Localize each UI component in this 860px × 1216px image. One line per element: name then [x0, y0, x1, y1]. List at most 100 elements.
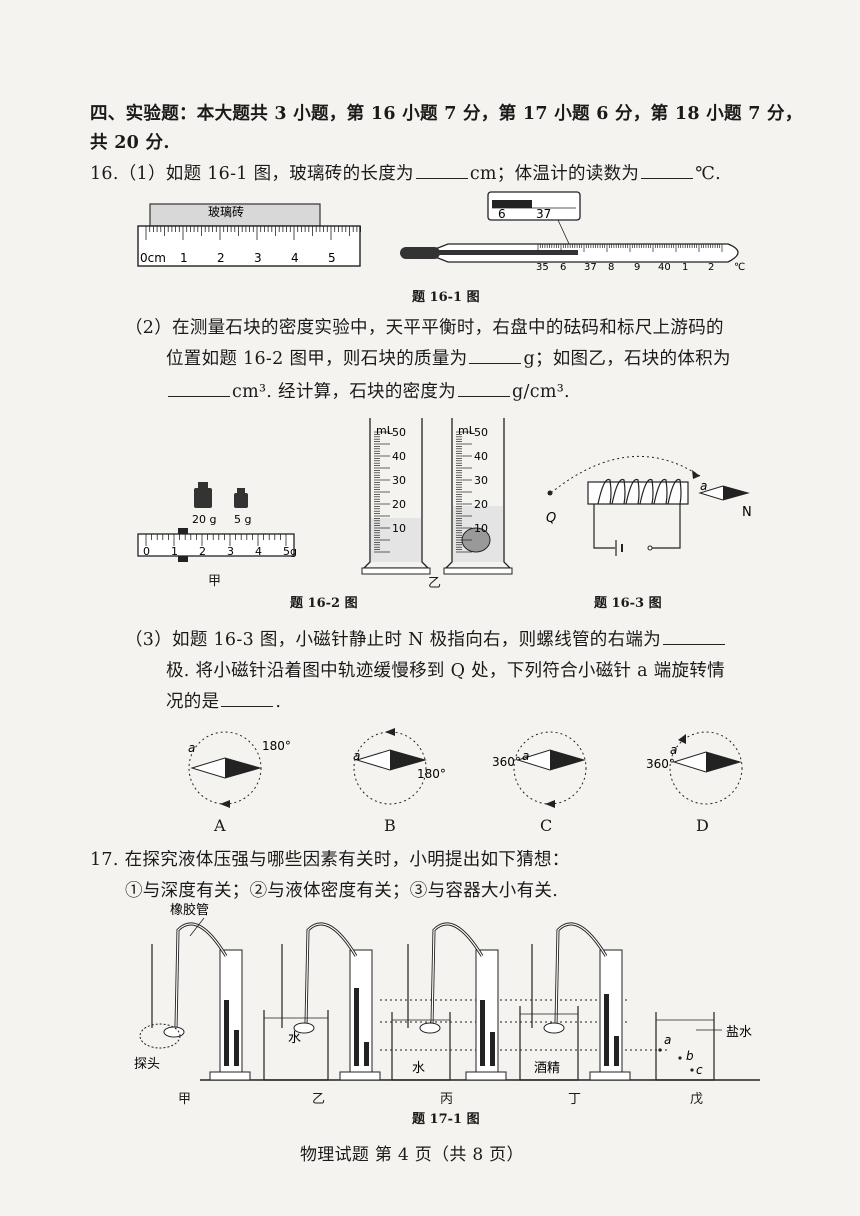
option-B-figure[interactable]: a 180°: [345, 728, 455, 810]
section-title: 四、实验题：本大题共 3 小题，第 16 小题 7 分，第 17 小题 6 分，…: [90, 104, 803, 124]
cylinder-tick-label: 20: [392, 498, 406, 511]
ruler-num: 3: [254, 251, 262, 265]
beaker: [655, 1012, 715, 1081]
cylinder-tick-label: 10: [474, 522, 488, 535]
answer-blank-temperature[interactable]: [641, 177, 694, 179]
q16-part2-text-a: 位置如题 16-2 图甲，则石块的质量为: [166, 349, 468, 369]
beaker: [263, 1010, 329, 1081]
ruler-num: 5: [328, 251, 336, 265]
panel-label-ding: 丁: [568, 1092, 582, 1107]
q16-part3-text-a: （3）如题 16-3 图，小磁针静止时 N 极指向右，则螺线管的右端为: [125, 630, 662, 650]
answer-blank-volume[interactable]: [168, 395, 230, 397]
liquid-label-wu: 盐水: [726, 1025, 752, 1040]
option-C-label[interactable]: C: [540, 816, 553, 835]
panel-label-wu: 戊: [690, 1092, 704, 1107]
cylinder-tick-label: 50: [392, 426, 406, 439]
option-C-figure[interactable]: 360° a: [492, 730, 610, 810]
cylinder-unit: mL: [458, 424, 476, 437]
point-b: b: [686, 1049, 694, 1063]
option-D-label[interactable]: D: [696, 816, 709, 835]
zoom-label-6: 6: [498, 207, 506, 221]
q16-part3-line3: 况的是.: [166, 688, 281, 713]
option-D-angle: 360°: [646, 757, 675, 771]
panel-label-jia: 甲: [178, 1092, 192, 1107]
fig16-2-caption: 题 16-2 图: [290, 596, 358, 611]
pressure-experiment-figure: 橡胶管 探头 水 水 酒精 盐水 a b c: [134, 902, 760, 1081]
fig16-3-caption: 题 16-3 图: [594, 596, 662, 611]
tube-label: 橡胶管: [170, 902, 209, 918]
ruler-num: 4: [291, 251, 299, 265]
cylinder-tick-label: 30: [392, 474, 406, 487]
thermo-num: 35: [536, 262, 549, 273]
q16-part3-text-c: 况的是: [166, 692, 220, 712]
cylinder-tick-label: 40: [392, 450, 406, 463]
option-C-angle: 360°: [492, 755, 521, 769]
thermo-num: ℃: [734, 262, 745, 273]
fig2-label-jia: 甲: [208, 574, 222, 589]
liquid-label-yi: 水: [288, 1031, 301, 1046]
answer-blank-mass[interactable]: [469, 362, 522, 364]
answer-blank-length[interactable]: [415, 177, 468, 179]
point-c: c: [696, 1063, 703, 1077]
option-C-a: a: [522, 749, 529, 763]
answer-blank-density[interactable]: [458, 395, 511, 397]
option-B-label[interactable]: B: [384, 816, 396, 835]
u-tube-manometer: [531, 922, 631, 1081]
liquid-label-ding: 酒精: [534, 1061, 560, 1076]
scale-num: 3: [227, 545, 234, 558]
solenoid-label-a: a: [700, 479, 707, 493]
option-B-angle: 180°: [417, 767, 446, 781]
thermo-num: 40: [658, 262, 671, 273]
u-tube-manometer: [151, 922, 251, 1081]
weight-20g-label: 20 g: [192, 513, 216, 526]
weight-5g-label: 5 g: [234, 513, 251, 526]
ruler-num: 2: [217, 251, 225, 265]
option-A-figure[interactable]: a 180°: [180, 730, 291, 810]
cylinder-tick-label: 20: [474, 498, 488, 511]
q16-part3-text-end: .: [275, 692, 282, 712]
panel-label-yi: 乙: [312, 1092, 326, 1107]
option-B-a: a: [353, 749, 360, 763]
option-A-label[interactable]: A: [214, 816, 226, 835]
page-footer: 物理试题 第 4 页（共 8 页）: [300, 1145, 524, 1165]
panel-label-bing: 丙: [440, 1092, 454, 1107]
thermo-num: 37: [584, 262, 597, 273]
q16-part2-text-c: cm³. 经计算，石块的密度为: [232, 382, 457, 402]
cylinder-tick-label: 10: [392, 522, 406, 535]
section-title-cont: 共 20 分.: [90, 133, 170, 153]
scale-num: 2: [199, 545, 206, 558]
q16-part1-text-a: 16.（1）如题 16-1 图，玻璃砖的长度为: [90, 164, 414, 184]
thermo-num: 8: [608, 262, 614, 273]
thermo-num: 9: [634, 262, 640, 273]
option-A-a: a: [188, 741, 195, 755]
cylinder-tick-label: 30: [474, 474, 488, 487]
q16-part2-text-d: g/cm³.: [512, 382, 570, 402]
ruler-num: 0cm: [140, 251, 166, 265]
q17-line1: 17. 在探究液体压强与哪些因素有关时，小明提出如下猜想：: [90, 850, 570, 870]
option-D-figure[interactable]: 360° a: [646, 730, 766, 810]
probe-label: 探头: [134, 1057, 160, 1072]
liquid-label-bing: 水: [412, 1061, 425, 1076]
option-D-a: a: [670, 743, 677, 757]
cylinder-tick-label: 40: [474, 450, 488, 463]
fig2-label-yi: 乙: [428, 576, 442, 591]
thermo-num: 6: [560, 262, 566, 273]
u-tube-manometer: [407, 922, 507, 1081]
answer-blank-pole[interactable]: [663, 643, 726, 645]
fig16-1-caption: 题 16-1 图: [412, 290, 480, 305]
q16-part2-line1: （2）在测量石块的密度实验中，天平平衡时，右盘中的砝码和标尺上游码的: [125, 318, 724, 338]
zoom-label-37: 37: [536, 207, 551, 221]
q16-part2-text-b: g；如图乙，石块的体积为: [523, 349, 731, 369]
q16-part2-line2: 位置如题 16-2 图甲，则石块的质量为 g；如图乙，石块的体积为: [166, 345, 731, 370]
thermo-num: 2: [708, 262, 714, 273]
scale-num: 5g: [283, 545, 297, 558]
fig17-1-caption: 题 17-1 图: [412, 1112, 480, 1127]
solenoid-figure: a Q N: [546, 455, 752, 556]
q16-part3-line2: 极. 将小磁针沿着图中轨迹缓慢移到 Q 处，下列符合小磁针 a 端旋转情: [166, 661, 725, 681]
answer-blank-option[interactable]: [221, 705, 274, 707]
